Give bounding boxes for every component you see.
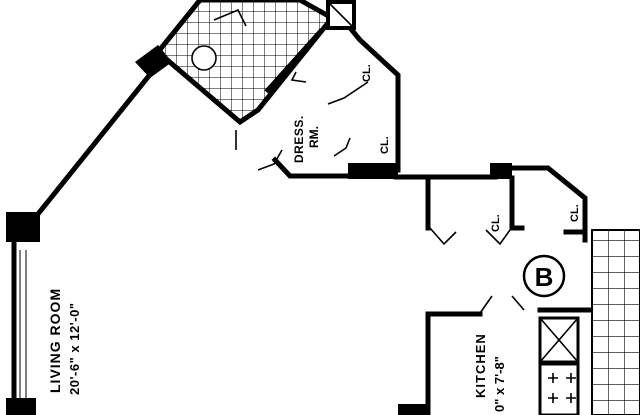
room-labels: LIVING ROOM 20'-6" x 12'-0" DRESS. RM. K… xyxy=(47,64,581,412)
closet-label: CL. xyxy=(361,64,373,82)
door-swings xyxy=(235,71,525,317)
unit-marker: B xyxy=(522,254,566,298)
unit-letter: B xyxy=(535,262,554,292)
kitchen-name: KITCHEN xyxy=(473,333,488,398)
kitchen-dims: 0" x 7'-8" xyxy=(492,356,507,412)
interior-walls xyxy=(264,0,595,415)
exterior-walls xyxy=(6,45,172,415)
closet-label: CL. xyxy=(379,136,391,154)
bathroom xyxy=(154,0,336,126)
living-room-name: LIVING ROOM xyxy=(47,288,63,393)
dressing-room-name-line2: RM. xyxy=(307,126,321,148)
living-room-dims: 20'-6" x 12'-0" xyxy=(67,302,82,395)
kitchen-fixtures xyxy=(538,229,640,415)
dressing-room-name-line1: DRESS. xyxy=(292,115,306,163)
closet-label: CL. xyxy=(569,204,581,222)
closet-label: CL. xyxy=(490,214,502,232)
floor-drain-icon xyxy=(191,45,217,71)
